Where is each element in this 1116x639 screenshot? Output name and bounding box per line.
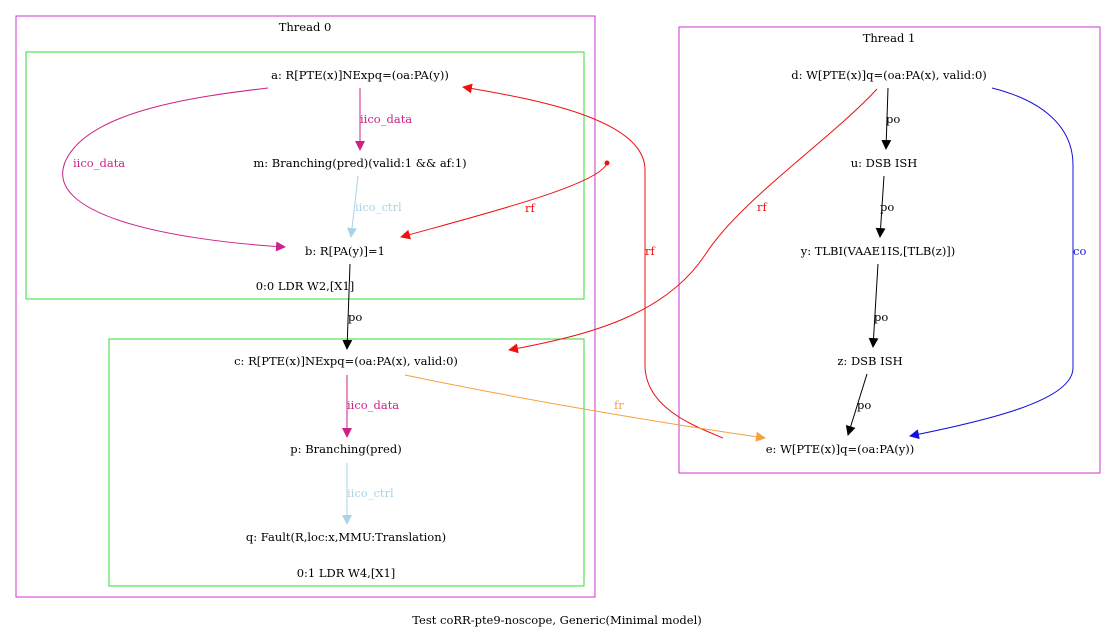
edge-c-p-label: iico_data bbox=[347, 398, 399, 412]
thread0-cluster bbox=[15, 15, 596, 598]
thread1-title: Thread 1 bbox=[863, 31, 916, 45]
node-y: y: TLBI(VAAE1IS,[TLB(z)]) bbox=[800, 244, 956, 258]
node-u: u: DSB ISH bbox=[851, 156, 918, 170]
edge-d-c-label: rf bbox=[757, 200, 767, 214]
edge-m-b bbox=[347, 175, 359, 238]
graph-caption: Test coRR-pte9-noscope, Generic(Minimal … bbox=[412, 613, 702, 627]
edge-b-c-label: po bbox=[348, 310, 362, 324]
edge-a-b-label: iico_data bbox=[73, 156, 125, 170]
edge-a-m-label: iico_data bbox=[360, 112, 412, 126]
edge-d-e-label: co bbox=[1073, 244, 1086, 258]
node-m: m: Branching(pred)(valid:1 && af:1) bbox=[253, 156, 466, 170]
edge-z-e bbox=[845, 373, 868, 436]
edge-e-a bbox=[462, 83, 724, 439]
edge-init-b-label: rf bbox=[525, 201, 535, 215]
edge-d-c bbox=[508, 88, 878, 354]
edge-y-z bbox=[868, 263, 879, 348]
instr1-cluster bbox=[108, 338, 585, 587]
edge-y-z-label: po bbox=[874, 310, 888, 324]
node-q: q: Fault(R,loc:x,MMU:Translation) bbox=[246, 530, 446, 544]
edge-p-q-label: iico_ctrl bbox=[347, 486, 394, 500]
instr0-cluster bbox=[25, 51, 585, 300]
thread0-title: Thread 0 bbox=[279, 20, 332, 34]
edge-c-e bbox=[404, 374, 766, 442]
edge-d-u-label: po bbox=[886, 112, 900, 126]
edge-z-e-label: po bbox=[857, 398, 871, 412]
thread1-cluster bbox=[678, 26, 1101, 474]
edge-u-y bbox=[875, 175, 886, 238]
edge-b-c bbox=[342, 263, 353, 350]
node-p: p: Branching(pred) bbox=[290, 442, 401, 456]
edge-m-b-label: iico_ctrl bbox=[355, 200, 402, 214]
node-e: e: W[PTE(x)]q=(oa:PA(y)) bbox=[766, 442, 914, 456]
edge-a-b bbox=[62, 87, 286, 252]
edge-d-u bbox=[881, 87, 892, 150]
node-c: c: R[PTE(x)]NExpq=(oa:PA(x), valid:0) bbox=[234, 354, 458, 368]
node-d: d: W[PTE(x)]q=(oa:PA(x), valid:0) bbox=[791, 68, 987, 82]
instr1-title: 0:1 LDR W4,[X1] bbox=[297, 566, 396, 580]
node-a: a: R[PTE(x)]NExpq=(oa:PA(y)) bbox=[271, 68, 449, 82]
instr0-title: 0:0 LDR W2,[X1] bbox=[256, 279, 355, 293]
edge-init-b bbox=[400, 162, 608, 240]
edge-c-e-label: fr bbox=[614, 398, 624, 412]
node-z: z: DSB ISH bbox=[837, 354, 902, 368]
node-b: b: R[PA(y)]=1 bbox=[305, 244, 385, 258]
edge-e-a-label: rf bbox=[645, 244, 655, 258]
edge-u-y-label: po bbox=[880, 200, 894, 214]
edge-d-e bbox=[909, 87, 1074, 440]
